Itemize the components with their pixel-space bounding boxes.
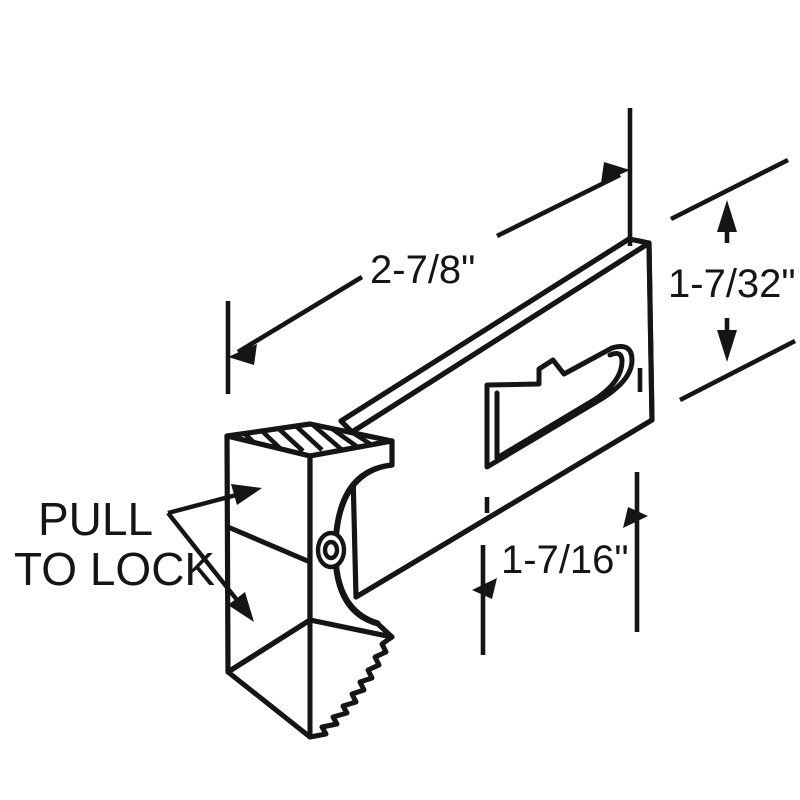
dimension-plate-height-arrow-up xyxy=(717,200,737,232)
dimension-length-arrow-left xyxy=(228,344,257,365)
keyhole-slot-outer xyxy=(484,344,635,470)
latch-front-lower-edge xyxy=(225,617,313,675)
callout-pull-to-lock: PULL TO LOCK xyxy=(14,484,262,622)
latch-body xyxy=(224,421,395,740)
dimension-length-line-left xyxy=(236,275,364,354)
latch-bottom-edge xyxy=(225,669,313,740)
callout-line-2: TO LOCK xyxy=(14,543,215,595)
dimension-plate-height-ext-lower xyxy=(678,338,797,403)
dimension-plate-height-arrow-down xyxy=(717,330,737,362)
keyhole-slot-inner-depth xyxy=(494,351,625,461)
latch-front-crease xyxy=(225,524,313,565)
dimension-slot-offset-label: 1-7/16" xyxy=(501,538,629,582)
keyhole-slot xyxy=(484,344,635,470)
dimension-plate-height-label: 1-7/32" xyxy=(668,262,796,306)
dimension-length-arrow-right xyxy=(601,162,630,183)
callout-arrow-upper xyxy=(231,484,262,505)
dimension-plate-height: 1-7/32" xyxy=(668,157,797,403)
dimension-slot-offset-arrow-left xyxy=(472,578,497,599)
callout-line-1: PULL xyxy=(38,493,153,545)
latch-serrated-edge xyxy=(307,634,395,740)
dimension-plate-height-ext-upper xyxy=(669,157,790,222)
dimension-slot-offset: 1-7/16" xyxy=(472,472,648,655)
dimension-length-line-right xyxy=(495,172,622,239)
mounting-plate xyxy=(338,236,655,600)
callout-leader-upper xyxy=(167,491,241,516)
dimension-length: 2-7/8" xyxy=(225,108,633,394)
mounting-plate-right-edge xyxy=(646,240,655,423)
dimension-length-label: 2-7/8" xyxy=(370,248,475,292)
dimension-slot-offset-arrow-right xyxy=(623,507,648,528)
pivot-hole xyxy=(315,530,347,570)
callout-leader-lower xyxy=(166,511,239,602)
callout-arrow-lower xyxy=(228,592,254,622)
